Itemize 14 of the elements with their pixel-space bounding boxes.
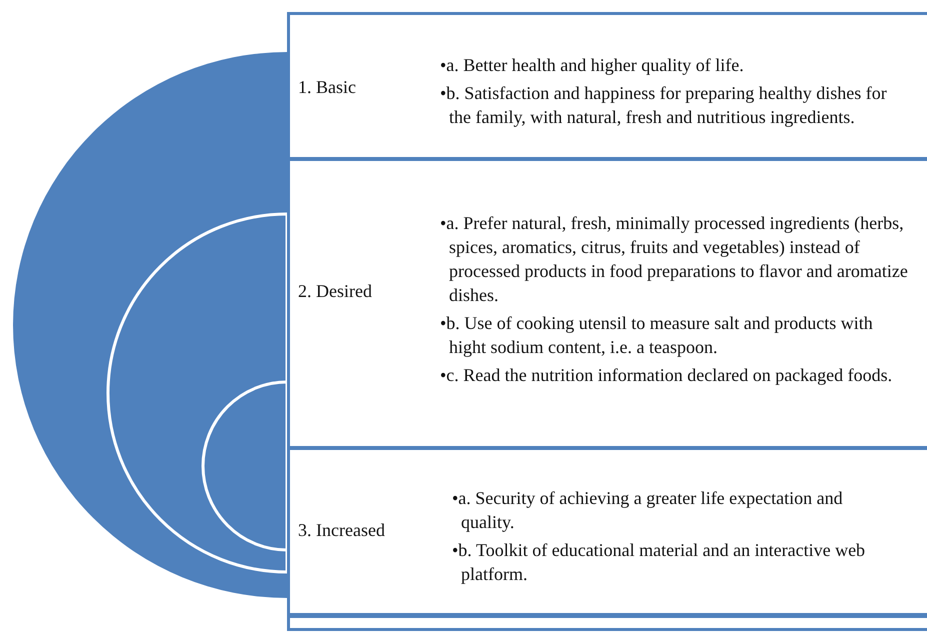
bullet-text: •b. Toolkit of educational material and an interactive web platform. xyxy=(452,539,866,586)
bullet-text: •a. Prefer natural, fresh, minimally processed ingredients (herbs, spices, aromatics, citrus, fruits and vegetables) instead of processed products in food preparations to flavor and aromatize dishes. xyxy=(440,212,909,307)
row-panel xyxy=(287,158,927,449)
row-panel xyxy=(287,447,927,616)
row-panel xyxy=(287,12,927,160)
row-heading: 2. Desired xyxy=(298,281,372,302)
bullet-text: •a. Better health and higher quality of life. xyxy=(440,54,745,77)
row-heading: 3. Increased xyxy=(298,520,385,541)
bullet-text: •b. Satisfaction and happiness for preparing healthy dishes for the family, with natural, fresh and nutritious ingredients. xyxy=(440,82,888,129)
bullet-text: •b. Use of cooking utensil to measure salt and products with hight sodium content, i.e. a teaspoon. xyxy=(440,312,874,359)
bullet-text: •a. Security of achieving a greater life expectation and quality. xyxy=(452,487,844,534)
bullet-text: •c. Read the nutrition information declared on packaged foods. xyxy=(440,364,894,387)
row-heading: 1. Basic xyxy=(298,77,356,98)
row-panel xyxy=(287,615,927,631)
